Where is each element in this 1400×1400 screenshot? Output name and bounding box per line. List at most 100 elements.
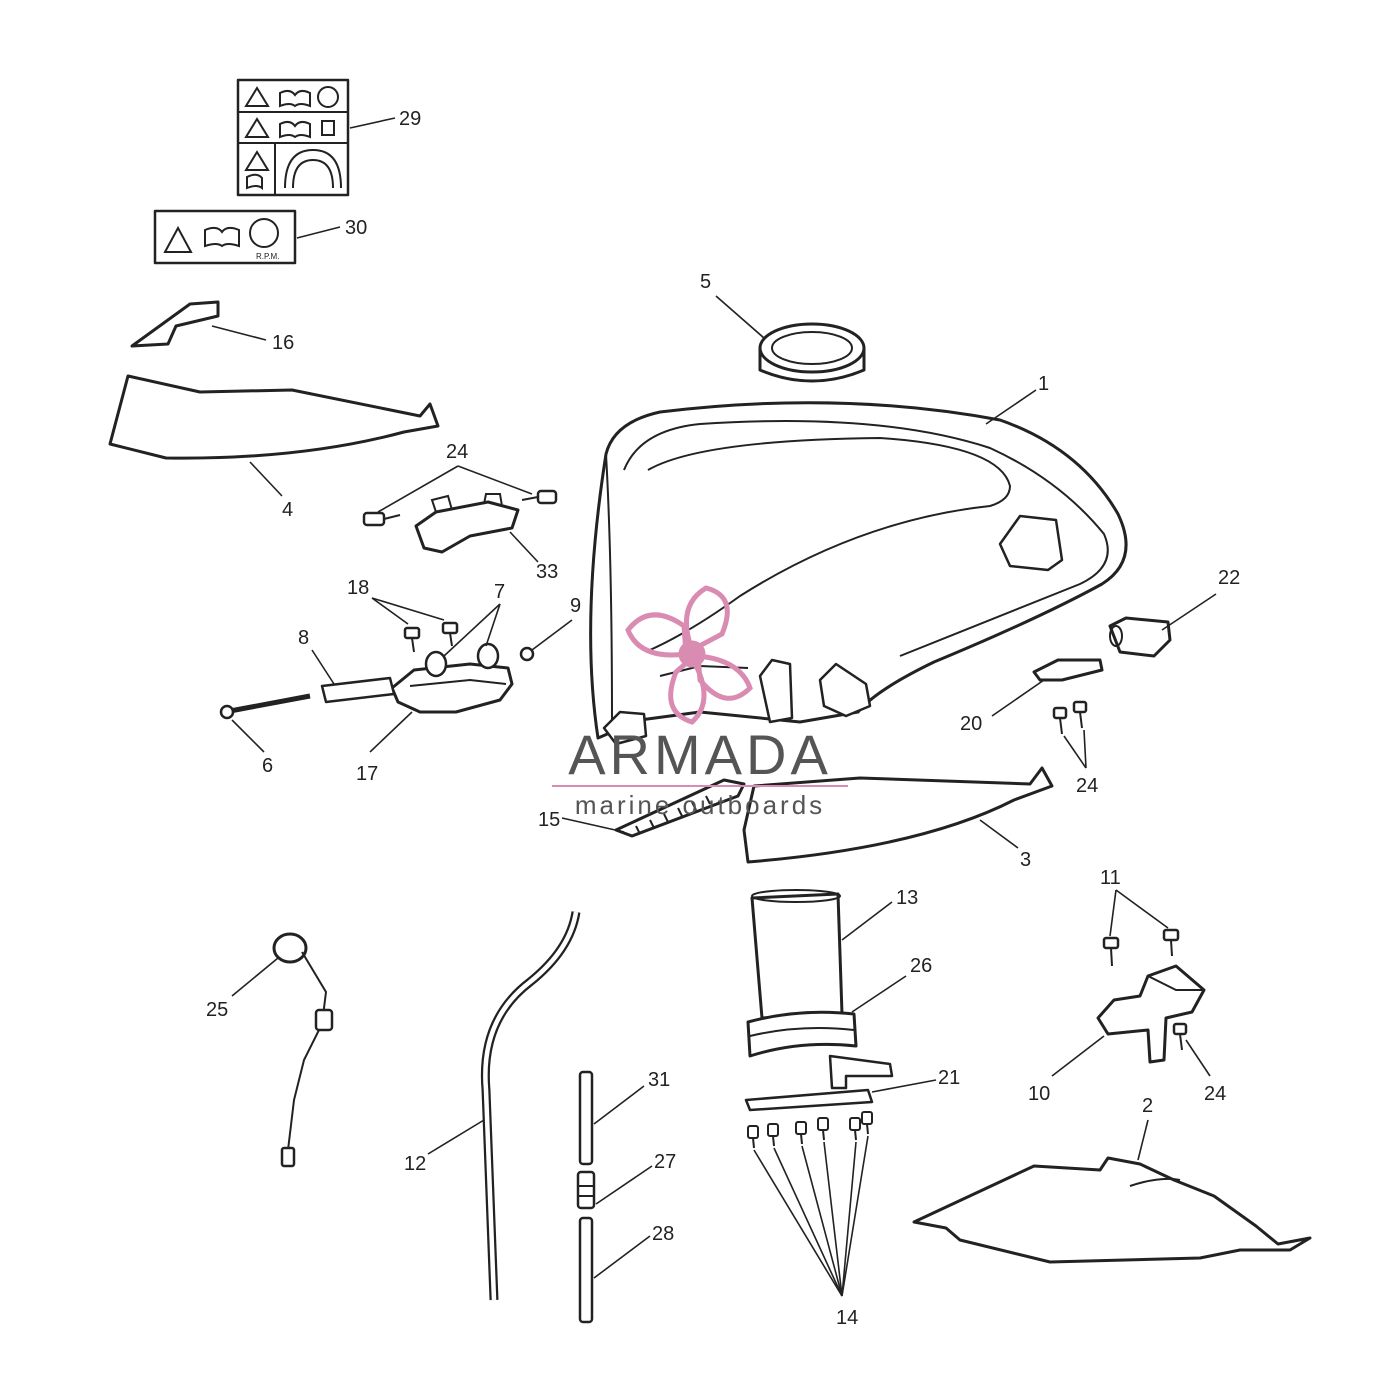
- sleeve-8: [320, 676, 396, 704]
- cover-plate-2: [912, 1156, 1312, 1264]
- callout-8: 8: [298, 627, 335, 685]
- callout-26: 26: [851, 955, 932, 1013]
- screw-18-left: [403, 626, 421, 653]
- bushing-7-left: [424, 650, 448, 678]
- callout-17-number: 17: [356, 763, 378, 785]
- callout-11: 11: [1100, 867, 1169, 937]
- callout-15: 15: [538, 809, 625, 833]
- warning-label-29: [236, 78, 350, 197]
- callout-20: 20: [960, 679, 1045, 735]
- watermark-subtitle: marine outboards: [575, 790, 825, 820]
- plate-21: [744, 1088, 874, 1112]
- callout-22-number: 22: [1218, 567, 1240, 589]
- hinge-bracket-17: [390, 662, 514, 714]
- callout-13: 13: [841, 887, 918, 941]
- screw-24-right-b: [1072, 700, 1088, 729]
- callout-16: 16: [211, 325, 294, 354]
- callout-20-number: 20: [960, 713, 982, 735]
- latch-22: [1108, 616, 1172, 658]
- callout-18-number: 18: [347, 577, 369, 599]
- callout-31-number: 31: [648, 1069, 670, 1091]
- callout-25: 25: [206, 957, 279, 1021]
- callout-14-number: 14: [836, 1307, 858, 1329]
- tube-28: [578, 1216, 594, 1324]
- fuel-sender-25: [272, 932, 334, 1168]
- callout-10-number: 10: [1028, 1083, 1050, 1105]
- callout-31: 31: [593, 1069, 670, 1125]
- callout-21: 21: [871, 1067, 960, 1093]
- callout-14: 14: [753, 1135, 869, 1329]
- callout-10: 10: [1028, 1035, 1105, 1105]
- callout-24-lower-number: 24: [1204, 1083, 1226, 1105]
- callout-7-number: 7: [494, 581, 505, 603]
- side-panel-4: [108, 374, 440, 460]
- nut-9: [519, 646, 535, 662]
- callout-21-number: 21: [938, 1067, 960, 1089]
- callout-6-number: 6: [262, 755, 273, 777]
- propeller-logo-icon: [625, 585, 753, 725]
- watermark-title: ARMADA: [568, 723, 832, 786]
- callout-3-number: 3: [1020, 849, 1031, 871]
- callout-18: 18: [347, 577, 445, 625]
- callout-4: 4: [249, 461, 293, 521]
- callout-5-number: 5: [700, 271, 711, 293]
- connector-27: [576, 1170, 596, 1210]
- callout-17: 17: [356, 711, 413, 785]
- callout-26-number: 26: [910, 955, 932, 977]
- tube-31: [578, 1070, 594, 1166]
- callout-3: 3: [979, 819, 1031, 871]
- bracket-33: [414, 493, 520, 554]
- callout-8-number: 8: [298, 627, 309, 649]
- callout-12-number: 12: [404, 1153, 426, 1175]
- callout-24-right-number: 24: [1076, 775, 1098, 797]
- screw-24-right-a: [1052, 706, 1068, 735]
- callout-2-number: 2: [1142, 1095, 1153, 1117]
- bracket-10: [1096, 964, 1206, 1064]
- strip-15: [614, 778, 746, 838]
- callout-33: 33: [509, 531, 558, 583]
- callout-2: 2: [1137, 1095, 1153, 1161]
- callout-29-number: 29: [399, 108, 421, 130]
- callout-22: 22: [1161, 567, 1240, 631]
- callout-6: 6: [231, 719, 273, 777]
- screw-24-left: [362, 511, 401, 527]
- screw-18-right: [441, 621, 459, 647]
- callout-13-number: 13: [896, 887, 918, 909]
- callout-27-number: 27: [654, 1151, 676, 1173]
- callout-24-lower: 24: [1185, 1039, 1226, 1105]
- wedge-part-16: [130, 300, 220, 348]
- callout-28-number: 28: [652, 1223, 674, 1245]
- seal-26: [746, 1010, 894, 1090]
- callout-24-top: 24: [377, 441, 533, 513]
- screws-14: [747, 1111, 873, 1149]
- filler-ring-5: [758, 322, 866, 383]
- callout-24-right: 24: [1063, 729, 1098, 797]
- callout-29: 29: [349, 108, 421, 130]
- pin-6: [219, 693, 311, 720]
- callout-1: 1: [985, 373, 1049, 425]
- filter-13: [750, 889, 844, 1020]
- callout-15-number: 15: [538, 809, 560, 831]
- hose-12: [480, 911, 581, 1301]
- plate-20: [1032, 658, 1104, 682]
- callout-16-number: 16: [272, 332, 294, 354]
- callout-5: 5: [700, 271, 765, 339]
- callout-11-number: 11: [1100, 867, 1121, 889]
- callout-7: 7: [443, 581, 505, 657]
- bushing-7-right: [476, 642, 500, 670]
- callout-12: 12: [404, 1119, 485, 1175]
- screw-24-right: [521, 489, 558, 505]
- screw-24-lower: [1172, 1022, 1188, 1051]
- callout-30-number: 30: [345, 217, 367, 239]
- screw-11-left: [1102, 936, 1120, 967]
- cowling-1: [589, 401, 1128, 746]
- callout-30: 30: [296, 217, 367, 239]
- rpm-label-30: R.P.M.: [153, 209, 297, 265]
- callout-25-number: 25: [206, 999, 228, 1021]
- callout-9: 9: [531, 595, 581, 651]
- callout-28: 28: [593, 1223, 674, 1279]
- callout-24-top-number: 24: [446, 441, 468, 463]
- callout-9-number: 9: [570, 595, 581, 617]
- callout-4-number: 4: [282, 499, 293, 521]
